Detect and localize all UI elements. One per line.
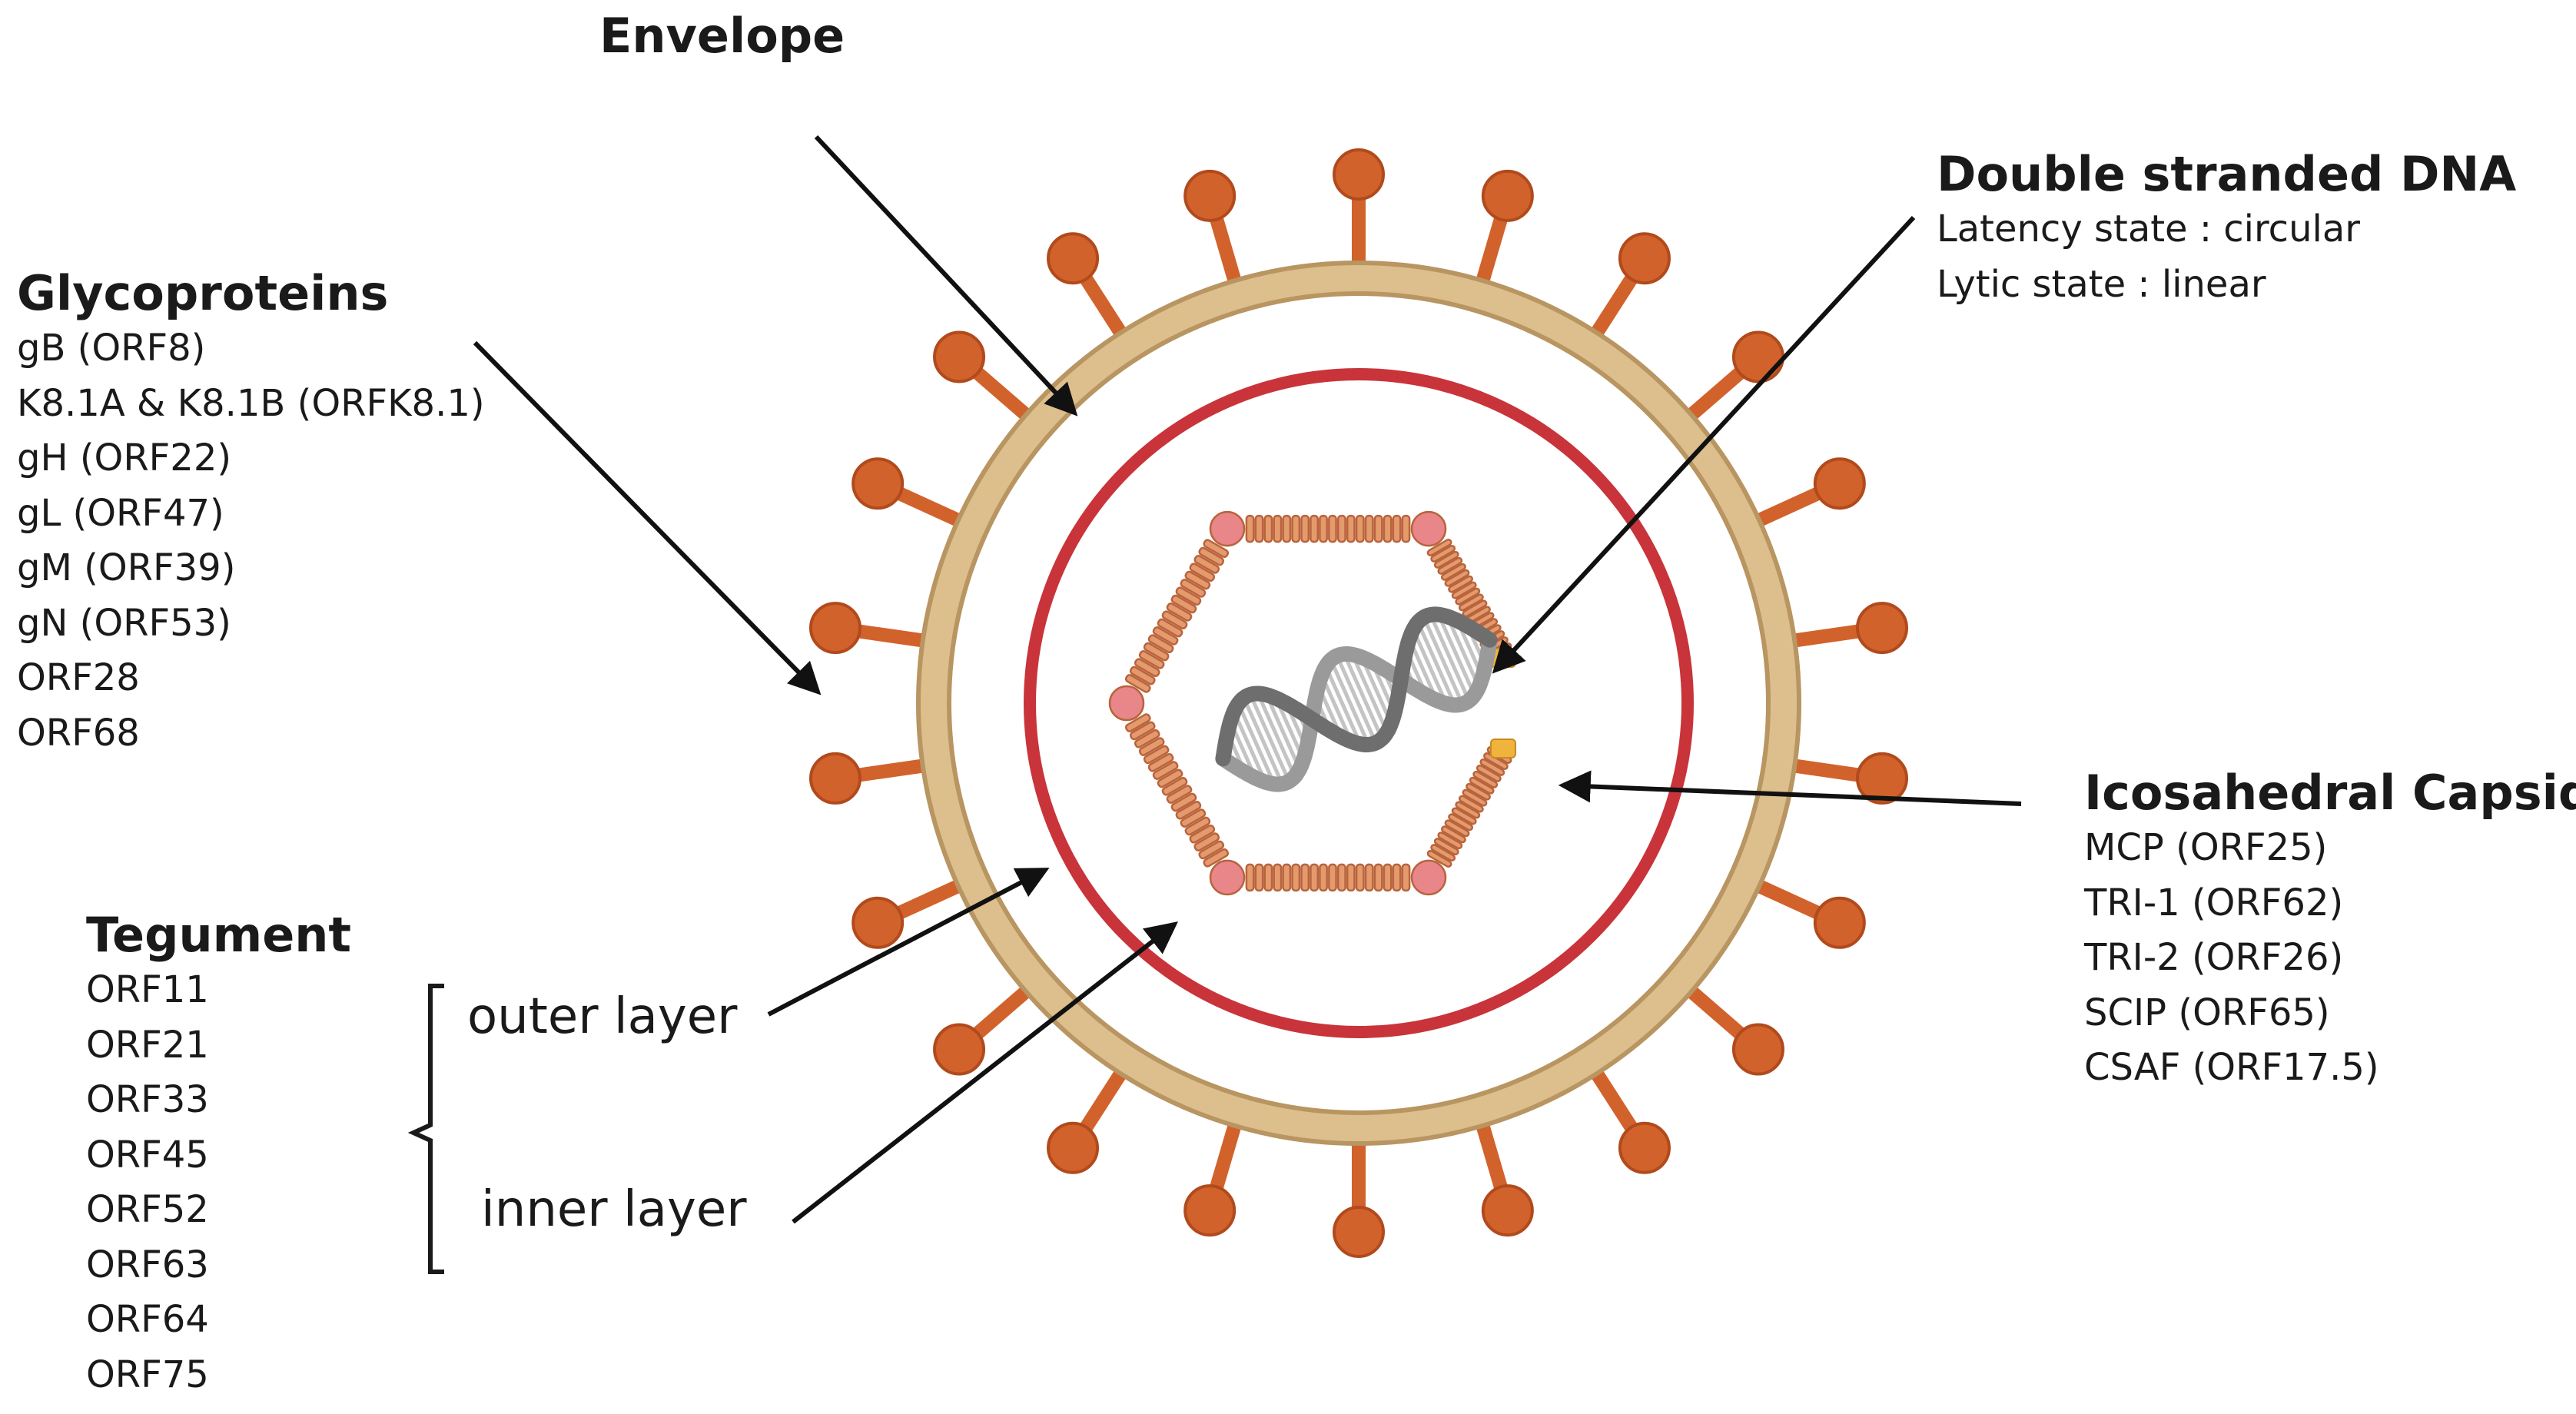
list-item: gM (ORF39)	[17, 546, 236, 589]
tegument-bracket	[407, 984, 444, 1274]
list-item: gH (ORF22)	[17, 436, 232, 480]
glycoprotein-arrow	[473, 340, 822, 695]
list-item: ORF33	[86, 1078, 209, 1121]
glycoproteins-title: Glycoproteins	[17, 265, 389, 321]
list-item: SCIP (ORF65)	[2084, 991, 2330, 1034]
envelope-title: Envelope	[599, 8, 845, 64]
dna-title: Double stranded DNA	[1937, 146, 2517, 202]
list-item: ORF52	[86, 1188, 209, 1231]
list-item: ORF11	[86, 968, 209, 1011]
list-item: gL (ORF47)	[17, 491, 224, 535]
glycoproteins-block: Glycoproteins gB (ORF8) K8.1A & K8.1B (O…	[17, 265, 485, 761]
capsid-arrow	[1558, 770, 2022, 806]
tegument-block: Tegument ORF11 ORF21 ORF33 ORF45 ORF52 O…	[86, 907, 351, 1402]
glycoprotein-spike	[1333, 1115, 1385, 1258]
capsid-list: MCP (ORF25) TRI-1 (ORF62) TRI-2 (ORF26) …	[2084, 821, 2576, 1096]
list-item: gB (ORF8)	[17, 327, 206, 370]
glycoproteins-list: gB (ORF8) K8.1A & K8.1B (ORFK8.1) gH (OR…	[17, 321, 485, 761]
inner-layer-arrow	[792, 921, 1178, 1224]
list-item: CSAF (ORF17.5)	[2084, 1046, 2379, 1089]
icosahedral-capsid	[1108, 510, 1516, 896]
pointer-arrows	[473, 134, 2022, 1224]
dna-block: Double stranded DNA Latency state : circ…	[1937, 146, 2516, 312]
viral-envelope-fill	[921, 265, 1797, 1141]
list-item: Lytic state : linear	[1937, 262, 2266, 306]
list-item: ORF45	[86, 1133, 209, 1177]
list-item: TRI-1 (ORF62)	[2084, 881, 2344, 924]
list-item: gN (ORF53)	[17, 601, 231, 645]
list-item: K8.1A & K8.1B (ORFK8.1)	[17, 381, 485, 425]
list-item: ORF28	[17, 656, 140, 699]
capsid-title: Icosahedral Capsid	[2084, 765, 2576, 821]
inner-membrane-circle	[1024, 368, 1694, 1038]
list-item: Latency state : circular	[1937, 207, 2360, 251]
outer-layer-arrow	[767, 868, 1050, 1017]
list-item: TRI-2 (ORF26)	[2084, 936, 2344, 979]
list-item: ORF68	[17, 711, 140, 755]
list-item: MCP (ORF25)	[2084, 826, 2328, 869]
dna-double-helix	[1215, 606, 1498, 792]
outer-layer-label: outer layer	[467, 988, 738, 1045]
list-item: ORF75	[86, 1353, 209, 1396]
tegument-title: Tegument	[86, 907, 352, 963]
tegument-list: ORF11 ORF21 ORF33 ORF45 ORF52 ORF63 ORF6…	[86, 963, 351, 1402]
inner-layer-label: inner layer	[481, 1181, 747, 1238]
list-item: ORF21	[86, 1023, 209, 1067]
envelope-arrow	[814, 134, 1078, 417]
list-item: ORF63	[86, 1243, 209, 1286]
dna-list: Latency state : circular Lytic state : l…	[1937, 202, 2516, 312]
capsid-block: Icosahedral Capsid MCP (ORF25) TRI-1 (OR…	[2084, 765, 2576, 1096]
dna-arrow	[1492, 215, 1916, 674]
list-item: ORF64	[86, 1298, 209, 1341]
